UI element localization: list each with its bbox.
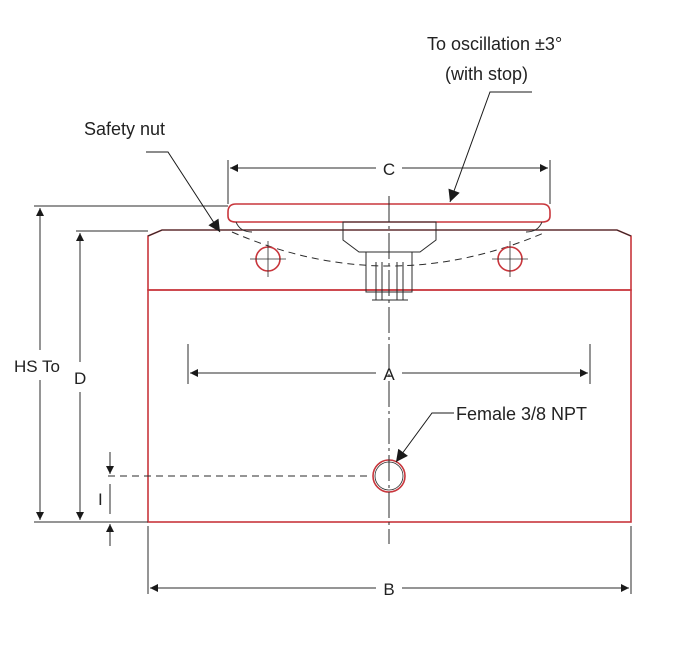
dimension-hs-to	[34, 205, 228, 523]
dim-label-i: I	[98, 490, 103, 509]
dimension-a	[187, 344, 591, 384]
dim-label-c: C	[383, 160, 395, 179]
dim-label-hs-to: HS To	[14, 357, 60, 376]
callout-female-npt: Female 3/8 NPT	[456, 404, 587, 424]
callout-oscillation-line1: To oscillation ±3°	[427, 34, 562, 54]
dim-label-b: B	[383, 580, 394, 599]
leader-safety-nut	[146, 151, 221, 233]
dim-label-d: D	[74, 369, 86, 388]
female-npt-port	[108, 459, 406, 493]
mounting-hole-right	[492, 241, 528, 277]
mounting-hole-left	[250, 241, 286, 277]
callout-safety-nut: Safety nut	[84, 119, 165, 139]
dimension-b	[147, 526, 632, 594]
dimension-d	[76, 230, 148, 520]
leader-oscillation	[448, 91, 532, 203]
dim-label-a: A	[383, 365, 395, 384]
callout-oscillation-line2: (with stop)	[445, 64, 528, 84]
top-load-plate	[227, 203, 551, 233]
upper-block	[147, 229, 632, 291]
leader-female-npt	[395, 412, 454, 463]
dimension-c	[227, 160, 551, 204]
